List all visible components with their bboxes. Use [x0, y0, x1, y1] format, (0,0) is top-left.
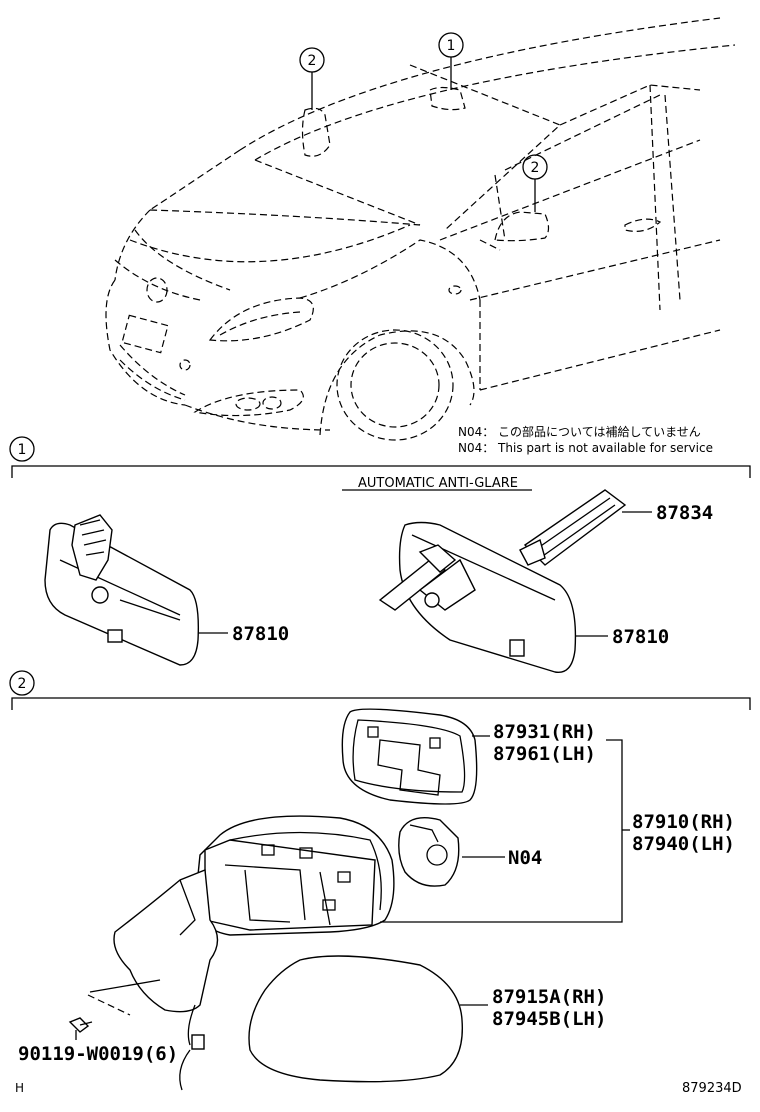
note-en: N04： This part is not available for serv…: [458, 441, 713, 455]
rearview-mirror-left: [44, 514, 200, 666]
car-callouts: 2 1 2: [299, 32, 548, 212]
mirror-motor: [398, 817, 460, 887]
part-87810-left: 87810: [232, 623, 289, 645]
callout-2-top-left: 2: [308, 53, 317, 69]
section-2: 2 N04: [9, 670, 751, 1091]
footer-right: 879234D: [682, 1081, 742, 1096]
mirror-glass: [341, 708, 478, 805]
rearview-mirror-right: [378, 521, 577, 674]
part-assy-lh: 87940(LH): [632, 833, 735, 855]
part-87810-right: 87810: [612, 626, 669, 648]
part-assy-rh: 87910(RH): [632, 811, 735, 833]
mirror-cover: [248, 955, 464, 1083]
section-1-marker: 1: [18, 442, 27, 458]
section-1-header: AUTOMATIC ANTI-GLARE: [358, 476, 518, 491]
part-glass-rh: 87931(RH): [493, 721, 596, 743]
car-illustration: [105, 17, 736, 441]
bracket-87834: [519, 489, 627, 566]
screw: [68, 1017, 93, 1040]
part-screw: 90119-W0019(6): [18, 1043, 178, 1065]
part-87834: 87834: [656, 502, 713, 524]
part-n04: N04: [508, 847, 542, 869]
section-1: 1 AUTOMATIC ANTI-GLARE 87810: [9, 436, 751, 674]
section-2-marker: 2: [18, 676, 27, 692]
callout-2-right: 2: [531, 160, 540, 176]
note-jp: N04： この部品については補給していません: [458, 424, 701, 439]
mirror-base: [87, 869, 219, 1091]
part-glass-lh: 87961(LH): [493, 743, 596, 765]
footer-left: H: [15, 1081, 24, 1095]
mirror-housing: [194, 815, 395, 936]
callout-1-top: 1: [447, 38, 456, 54]
part-cover-rh: 87915A(RH): [492, 986, 606, 1008]
part-cover-lh: 87945B(LH): [492, 1008, 606, 1030]
